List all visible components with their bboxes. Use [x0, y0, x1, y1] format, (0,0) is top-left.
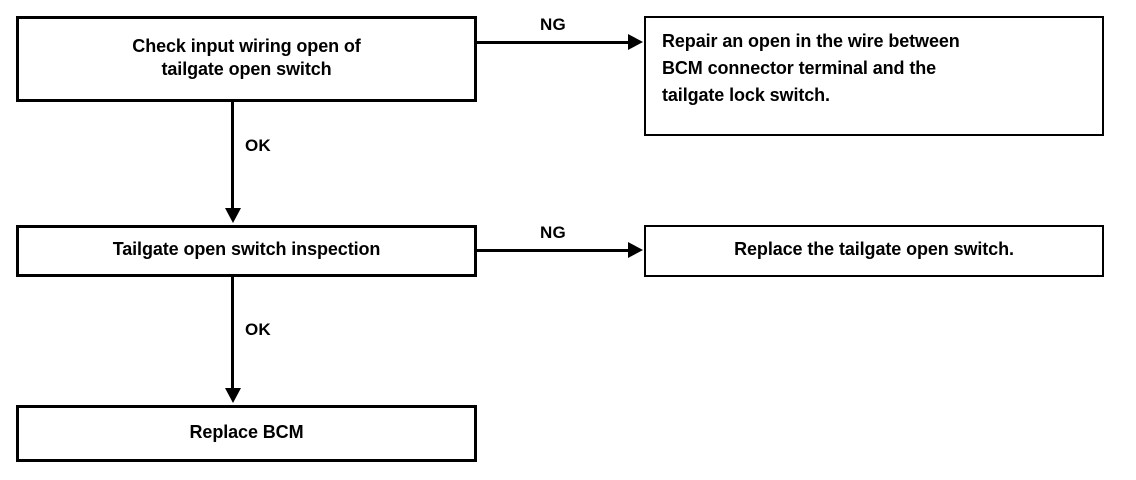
edge-ok-1-label: OK	[245, 136, 271, 155]
node-replace-bcm[interactable]: Replace BCM	[16, 405, 477, 462]
node-repair-open-wire-label: Repair an open in the wire between BCM c…	[662, 31, 960, 105]
edge-ng-2-line	[477, 249, 630, 252]
edge-ng-1-label: NG	[540, 15, 566, 34]
edge-ng-2-arrowhead	[628, 242, 643, 258]
edge-ng-2-label: NG	[540, 223, 566, 242]
node-replace-tailgate-switch[interactable]: Replace the tailgate open switch.	[644, 225, 1104, 277]
node-tailgate-switch-inspection-label: Tailgate open switch inspection	[112, 239, 381, 260]
node-repair-open-wire[interactable]: Repair an open in the wire between BCM c…	[644, 16, 1104, 136]
edge-ok-2-label: OK	[245, 320, 271, 339]
edge-ok-1-arrowhead	[225, 208, 241, 223]
edge-ng-1-line	[477, 41, 630, 44]
node-check-input-wiring-label: Check input wiring open of tailgate open…	[132, 35, 361, 79]
edge-ok-1-line	[231, 102, 234, 210]
edge-ng-1-arrowhead	[628, 34, 643, 50]
node-replace-tailgate-switch-label: Replace the tailgate open switch.	[734, 239, 1014, 260]
edge-ok-2-arrowhead	[225, 388, 241, 403]
edge-ok-2-line	[231, 277, 234, 389]
node-check-input-wiring[interactable]: Check input wiring open of tailgate open…	[16, 16, 477, 102]
node-tailgate-switch-inspection[interactable]: Tailgate open switch inspection	[16, 225, 477, 277]
node-replace-bcm-label: Replace BCM	[189, 421, 304, 442]
